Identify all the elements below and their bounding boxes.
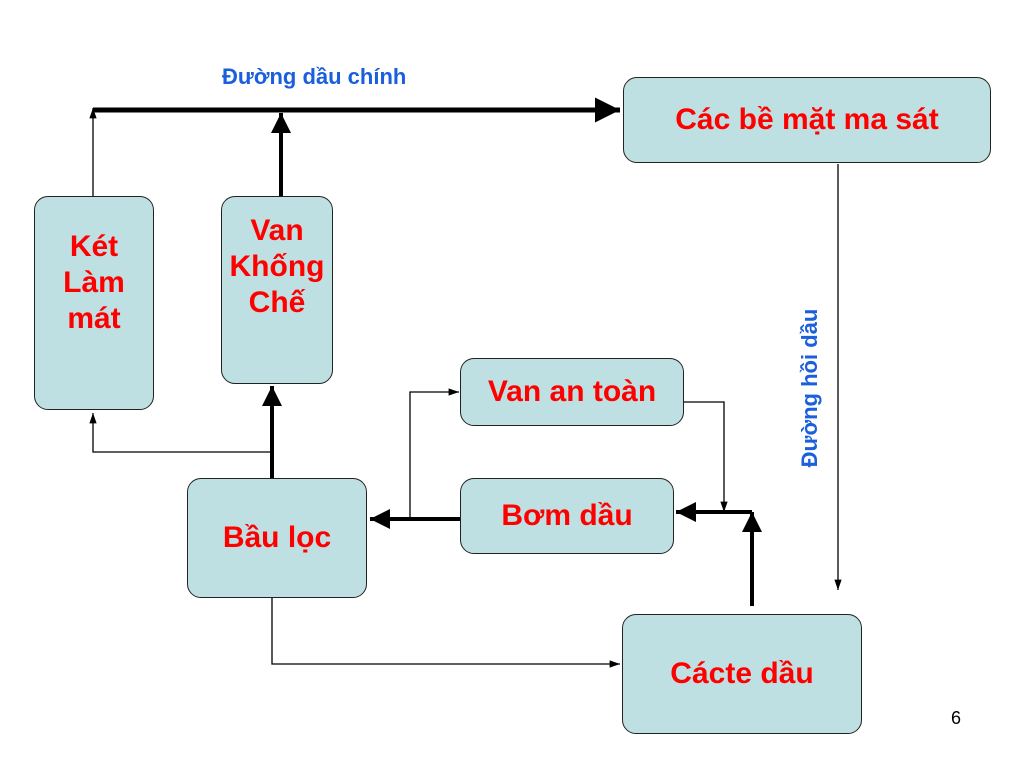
filter-box: Bầu lọc (187, 478, 367, 598)
pump-box: Bơm dầu (460, 478, 674, 554)
page-number: 6 (951, 708, 962, 728)
main-oil-line-label: Đường dầu chính (222, 64, 407, 89)
cooler-label: Két Làm mát (63, 230, 125, 335)
friction-surfaces-label: Các bề mặt ma sát (675, 103, 939, 136)
filter-to-cooler-arrow (89, 413, 272, 453)
pump-to-safety-valve-arrow (409, 388, 459, 519)
friction-surfaces-box: Các bề mặt ma sát (623, 77, 991, 163)
pump-label: Bơm dầu (501, 499, 633, 532)
filter-to-crankcase-arrow (271, 598, 620, 668)
filter-label: Bầu lọc (222, 521, 332, 554)
control-valve-box: Van Khống Chế (221, 196, 333, 384)
safety-valve-return-arrow (683, 401, 728, 512)
crankcase-label: Cácte dầu (670, 657, 814, 690)
crankcase-box: Cácte dầu (622, 614, 862, 734)
control-valve-label: Van Khống Chế (229, 214, 325, 319)
cooler-box: Két Làm mát (34, 196, 154, 410)
return-oil-line-label: Đường hồi dầu (797, 308, 822, 468)
safety-valve-box: Van an toàn (460, 358, 684, 426)
safety-valve-label: Van an toàn (487, 375, 657, 408)
